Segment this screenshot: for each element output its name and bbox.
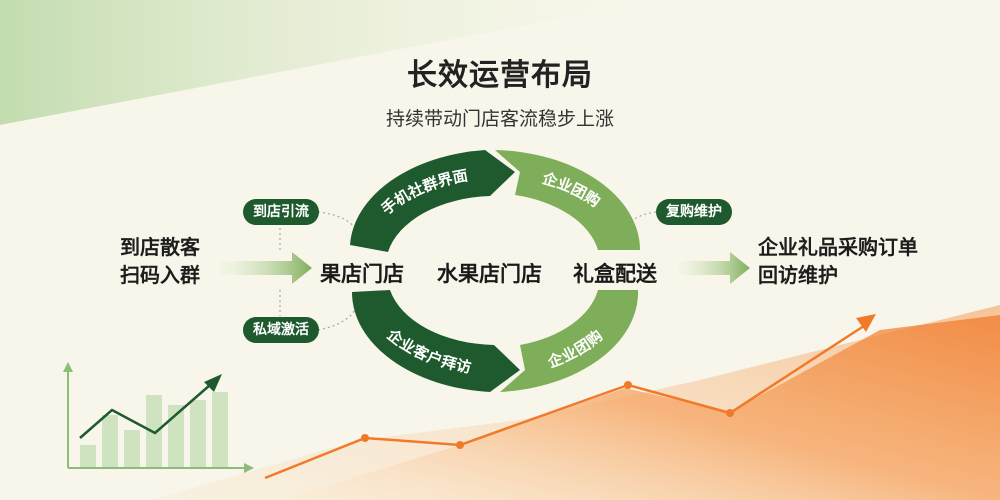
input-text: 到店散客 扫码入群 [120,233,200,289]
growth-chart-icon [63,362,254,473]
dotted-connector [624,211,657,231]
arc-bottom-left [351,290,520,392]
orange-trend-line [264,320,871,480]
arc-bottom-right [500,290,639,392]
orange-trend-arrowhead [856,314,876,332]
output-flow-arrow [678,252,750,284]
trend-point [726,409,734,417]
green-corner-shape [0,0,660,125]
arc-top-right [495,150,641,250]
output-text: 企业礼品采购订单 回访维护 [758,233,918,289]
orange-area-front [280,315,1000,500]
trend-point [361,434,369,442]
input-line-1: 到店散客 [120,235,200,259]
node-center: 水果店门店 [437,262,542,286]
page-title: 长效运营布局 [407,58,593,93]
arc-top-left [350,150,515,252]
dotted-connector [317,309,356,331]
page-subtitle: 持续带动门店客流稳步上涨 [385,108,614,130]
pill-private-activation: 私域激活 [243,317,319,343]
node-left: 果店门店 [320,262,404,286]
dotted-connector [317,211,356,229]
node-right: 礼盒配送 [573,262,657,286]
output-line-1: 企业礼品采购订单 [758,235,918,259]
trend-point [456,441,464,449]
trend-point [624,381,632,389]
input-line-2: 扫码入群 [120,263,200,287]
pill-store-traffic: 到店引流 [243,199,319,225]
input-flow-arrow [220,252,312,284]
pill-repurchase: 复购维护 [656,199,732,225]
output-line-2: 回访维护 [758,263,838,287]
